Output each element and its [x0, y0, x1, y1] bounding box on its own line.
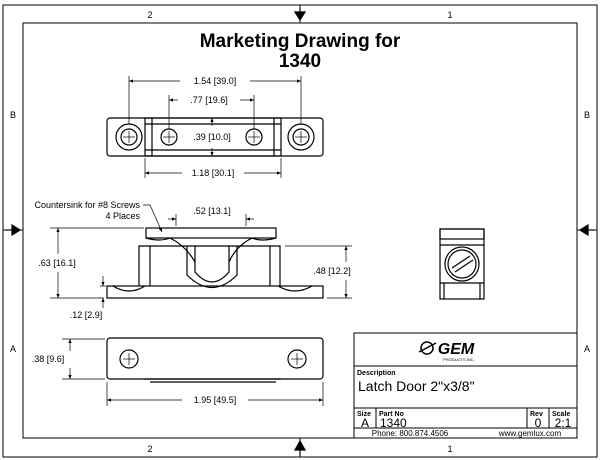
front-view-dim-lines [50, 204, 352, 308]
logo-text: GEM [438, 341, 475, 358]
rev-value: 0 [535, 416, 542, 430]
description-label: Description [357, 370, 396, 377]
drawing-title-line2: 1340 [279, 51, 321, 72]
bottom-view-centermarks [123, 353, 303, 365]
outer-border [2, 4, 598, 458]
scale-label: Scale [552, 411, 570, 418]
dim-body-height: .39 [10.0] [193, 132, 231, 142]
zone-ticks [3, 5, 597, 457]
zone-label-top-left: 2 [147, 10, 152, 20]
phone-text: Phone: 800.874.4506 [372, 429, 449, 438]
dim-left-height: .63 [16.1] [38, 258, 76, 268]
part-no-label: Part No [379, 411, 404, 418]
dim-flange-thickness: .12 [2.9] [70, 310, 103, 320]
countersink-note-line1: Countersink for #8 Screws [34, 200, 140, 210]
rev-label: Rev [530, 411, 543, 418]
top-view-dim-lines [128, 76, 302, 178]
dim-plate-length: 1.95 [49.5] [194, 395, 237, 405]
zone-label-right-a: A [584, 344, 590, 354]
gem-logo: GEM PRODUCTS INC. [418, 341, 475, 362]
bottom-view [106, 337, 324, 383]
centering-arrows [6, 8, 594, 455]
dim-right-height: .48 [12.2] [313, 266, 351, 276]
bottom-view-dim-lines [62, 338, 324, 406]
size-value: A [361, 416, 369, 430]
dim-plate-height: .38 [9.6] [32, 354, 65, 364]
dim-top-width: .52 [13.1] [193, 206, 231, 216]
front-view [106, 227, 324, 299]
zone-label-right-b: B [584, 110, 590, 120]
zone-label-top-right: 1 [447, 10, 452, 20]
zone-label-bottom-left: 2 [147, 444, 152, 454]
size-label: Size [357, 411, 371, 418]
gem-logo-icon [420, 341, 434, 355]
countersink-note-line2: 4 Places [105, 211, 140, 221]
side-view [439, 228, 485, 300]
drawing-title-line1: Marketing Drawing for [200, 31, 401, 52]
scale-value: 2:1 [555, 416, 572, 430]
dim-overall-hole-span: 1.54 [39.0] [194, 76, 237, 86]
top-view-centermarks [123, 131, 307, 143]
description-value: Latch Door 2"x3/8" [358, 378, 475, 394]
dim-inner-hole-span: .77 [19.6] [190, 95, 228, 105]
website-text: www.gemlux.com [498, 429, 562, 438]
inner-border [22, 22, 578, 439]
title-block [353, 332, 578, 439]
dim-base-span: 1.18 [30.1] [192, 168, 235, 178]
logo-subtext: PRODUCTS INC. [443, 357, 475, 362]
zone-label-left-a: A [10, 344, 16, 354]
part-no-value: 1340 [380, 416, 407, 430]
zone-label-bottom-right: 1 [447, 444, 452, 454]
zone-label-left-b: B [10, 110, 16, 120]
